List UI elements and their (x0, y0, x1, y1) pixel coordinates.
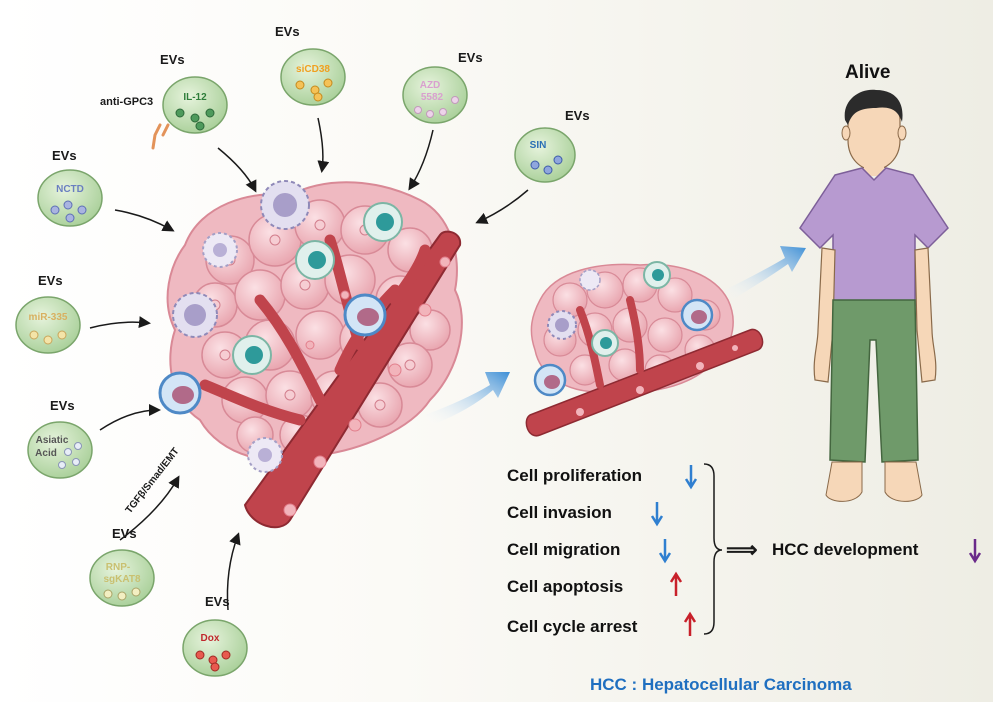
alive-label: Alive (845, 62, 890, 83)
ev-cargo-label: siCD38 (296, 64, 330, 75)
ev-cargo-label: IL-12 (183, 92, 207, 103)
ev-azd5582: EVs AZD 5582 (402, 50, 483, 124)
ev-sicd38: EVs siCD38 (275, 24, 346, 106)
ev-label: EVs (275, 24, 300, 39)
t-cell (363, 202, 403, 242)
down-arrow-icon (684, 465, 698, 490)
ev-label: EVs (50, 398, 75, 413)
effects-list: Cell proliferation Cell invasion Cell mi… (507, 463, 982, 636)
up-arrow-icon (683, 611, 697, 636)
anti-gpc3-label: anti-GPC3 (100, 96, 153, 108)
ev-mir335: EVs miR-335 (15, 273, 81, 354)
person-figure: Alive (799, 62, 949, 502)
effect-item: Cell apoptosis (507, 571, 683, 596)
macrophage-cell (260, 180, 310, 230)
ev-label: EVs (565, 108, 590, 123)
ev-cargo-label: AZD (420, 80, 441, 91)
ev-cargo-label: sgKAT8 (103, 574, 140, 585)
pathway-label: TGFβ/Smad/EMT (124, 446, 182, 516)
blood-vessel-large (199, 230, 462, 529)
nk-cell (343, 293, 387, 337)
effect-item: Cell invasion (507, 502, 664, 527)
ev-cargo-label: SIN (530, 140, 547, 151)
effect-item: Cell migration (507, 539, 672, 564)
down-arrow-icon (658, 539, 672, 564)
ev-label: EVs (112, 526, 137, 541)
ev-asiatic-acid: EVs Asiatic Acid (27, 398, 93, 479)
ev-label: EVs (38, 273, 63, 288)
delivery-arrows (89, 117, 529, 611)
down-arrow-icon (968, 539, 982, 564)
tumor-mass-small (525, 261, 764, 437)
effect-item: Cell cycle arrest (507, 611, 697, 636)
effect-label: Cell migration (507, 540, 620, 559)
ev-cargo-label: 5582 (421, 92, 444, 103)
ev-cargo-label: Asiatic (36, 435, 69, 446)
effect-label: Cell apoptosis (507, 577, 623, 596)
ev-nctd: EVs NCTD (37, 148, 103, 227)
footnote-label: HCC : Hepatocellular Carcinoma (590, 675, 852, 694)
macrophage-cell (172, 292, 218, 338)
t-cell (295, 240, 335, 280)
progression-arrow (725, 246, 806, 300)
effect-label: Cell invasion (507, 503, 612, 522)
nk-cell (158, 371, 202, 415)
ev-cargo-label: Acid (35, 448, 57, 459)
ev-cargo-label: NCTD (56, 184, 84, 195)
ev-label: EVs (52, 148, 77, 163)
implies-icon: ⟹ (726, 537, 758, 562)
up-arrow-icon (669, 571, 683, 596)
ev-sin: EVs SIN (514, 108, 590, 183)
ev-rnp-sgkat8: EVs RNP- sgKAT8 (89, 526, 155, 607)
effect-label: Cell cycle arrest (507, 617, 638, 636)
dendritic-cell (247, 437, 283, 473)
down-arrow-icon (650, 502, 664, 527)
t-cell (232, 335, 272, 375)
ev-cargo-label: RNP- (106, 562, 130, 573)
outcome-label: HCC development (772, 540, 919, 559)
ev-label: EVs (205, 594, 230, 609)
ev-label: EVs (160, 52, 185, 67)
brace-icon (703, 463, 723, 635)
ev-cargo-label: Dox (201, 633, 220, 644)
effect-item: Cell proliferation (507, 465, 698, 490)
ev-il12: EVs IL-12 (160, 52, 228, 134)
dendritic-cell (202, 232, 238, 268)
immune-cells (158, 180, 403, 473)
progression-arrow (425, 372, 510, 425)
effect-label: Cell proliferation (507, 466, 642, 485)
ev-cargo-label: miR-335 (29, 312, 68, 323)
antibody-icon (151, 123, 170, 150)
ev-label: EVs (458, 50, 483, 65)
ev-dox: EVs Dox (182, 594, 248, 677)
